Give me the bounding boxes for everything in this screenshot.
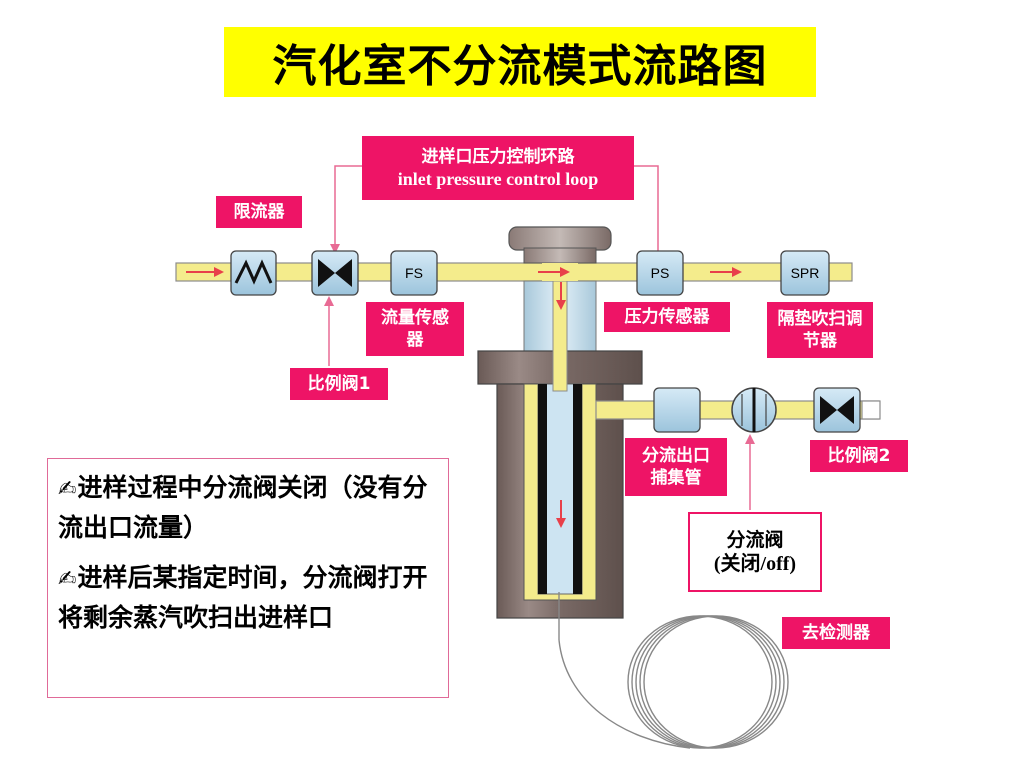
page-title-text: 汽化室不分流模式流路图 bbox=[272, 41, 768, 92]
flow-sensor-label: 流量传感器 bbox=[381, 308, 449, 350]
page-title: 汽化室不分流模式流路图 bbox=[224, 27, 816, 97]
prop-valve-2-tag: 比例阀2 bbox=[810, 440, 908, 472]
capillary-column bbox=[558, 592, 789, 749]
note-item: ✍进样过程中分流阀关闭（没有分流出口流量） bbox=[58, 469, 440, 547]
prop-valve-1-component bbox=[311, 250, 359, 296]
fs-label: FS bbox=[405, 265, 423, 281]
inlet-loop-tag: 进样口压力控制环路 inlet pressure control loop bbox=[362, 136, 634, 200]
note-item: ✍进样后某指定时间，分流阀打开将剩余蒸汽吹扫出进样口 bbox=[58, 559, 440, 637]
pencil-icon: ✍ bbox=[58, 567, 77, 592]
split-valve-state: (关闭/off) bbox=[713, 553, 797, 575]
ps-label: PS bbox=[651, 265, 670, 281]
septum-purge-label: 隔垫吹扫调节器 bbox=[777, 309, 863, 351]
flow-sensor-tag: 流量传感器 bbox=[366, 302, 464, 356]
fs-component: FS bbox=[390, 250, 438, 296]
prop-valve-1-pointer-icon bbox=[324, 296, 334, 306]
note-text: 进样过程中分流阀关闭（没有分流出口流量） bbox=[58, 473, 428, 542]
inlet-loop-en: inlet pressure control loop bbox=[397, 169, 599, 189]
control-arrow-down-icon bbox=[330, 244, 340, 254]
prop-valve-1-tag: 比例阀1 bbox=[290, 368, 388, 400]
ps-component: PS bbox=[636, 250, 684, 296]
split-valve-component bbox=[731, 387, 777, 433]
split-valve-tag: 分流阀 (关闭/off) bbox=[688, 512, 822, 592]
pressure-sensor-label: 压力传感器 bbox=[624, 307, 710, 327]
prop-valve-2-component bbox=[813, 387, 861, 433]
split-trap-tag: 分流出口捕集管 bbox=[625, 438, 727, 496]
flow-arrows bbox=[186, 267, 742, 528]
inlet-cap bbox=[508, 226, 612, 264]
restrictor-component bbox=[230, 250, 277, 296]
spr-label: SPR bbox=[791, 265, 820, 281]
inlet-loop-cn: 进样口压力控制环路 bbox=[421, 147, 575, 167]
septum-purge-tag: 隔垫吹扫调节器 bbox=[767, 302, 873, 358]
restrictor-tag: 限流器 bbox=[216, 196, 302, 228]
main-gas-line bbox=[175, 262, 853, 282]
to-detector-label: 去检测器 bbox=[802, 623, 870, 643]
pencil-icon: ✍ bbox=[58, 477, 77, 502]
prop-valve-2-label: 比例阀2 bbox=[827, 446, 891, 466]
notes-box: ✍进样过程中分流阀关闭（没有分流出口流量） ✍进样后某指定时间，分流阀打开将剩余… bbox=[47, 458, 449, 698]
note-text: 进样后某指定时间，分流阀打开将剩余蒸汽吹扫出进样口 bbox=[58, 563, 428, 632]
split-trap-component bbox=[653, 387, 701, 433]
inlet-body bbox=[477, 350, 643, 619]
split-trap-label: 分流出口捕集管 bbox=[642, 446, 710, 488]
prop-valve-1-label: 比例阀1 bbox=[307, 374, 371, 394]
pressure-sensor-tag: 压力传感器 bbox=[604, 302, 730, 332]
to-detector-tag: 去检测器 bbox=[782, 617, 890, 649]
spr-component: SPR bbox=[780, 250, 830, 296]
control-loop-line bbox=[334, 165, 362, 248]
restrictor-label: 限流器 bbox=[233, 202, 285, 222]
split-valve-label: 分流阀 bbox=[726, 529, 784, 551]
split-valve-pointer-icon bbox=[745, 434, 755, 444]
